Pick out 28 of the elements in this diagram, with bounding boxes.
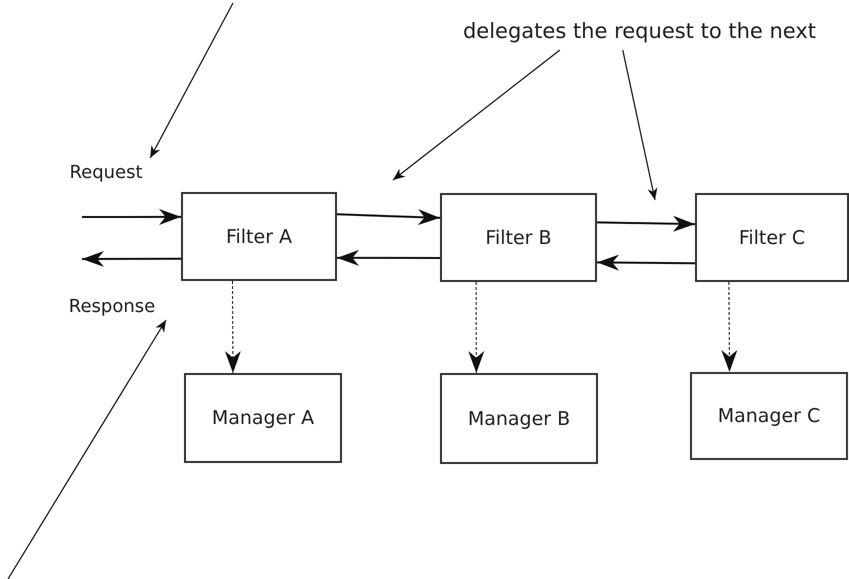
text-label: delegates the request to the next <box>430 12 849 50</box>
box-label: Manager C <box>718 405 820 427</box>
box-label: Manager B <box>468 408 570 430</box>
arrow <box>82 250 181 267</box>
process-box <box>184 373 342 463</box>
leader-line <box>150 2 234 158</box>
box-label: Filter C <box>738 226 806 248</box>
box-label: Filter B <box>485 226 552 248</box>
leader-line <box>7 320 167 579</box>
process-box <box>440 373 598 464</box>
box-label: Manager A <box>212 407 314 429</box>
text-label: Response <box>58 292 166 320</box>
arrow <box>721 282 738 372</box>
box-label: Filter A <box>226 226 292 248</box>
process-box <box>690 372 848 460</box>
leader-line <box>622 50 658 200</box>
text-label: Request <box>58 158 154 186</box>
arrow <box>82 208 181 225</box>
process-box <box>181 192 337 281</box>
arrow <box>468 282 484 374</box>
arrow <box>224 280 241 374</box>
leader-line <box>392 50 560 180</box>
arrow <box>336 209 440 226</box>
process-box <box>695 193 849 282</box>
arrow <box>596 216 696 232</box>
process-box <box>440 193 597 282</box>
arrow <box>337 250 440 266</box>
arrow <box>596 254 696 271</box>
